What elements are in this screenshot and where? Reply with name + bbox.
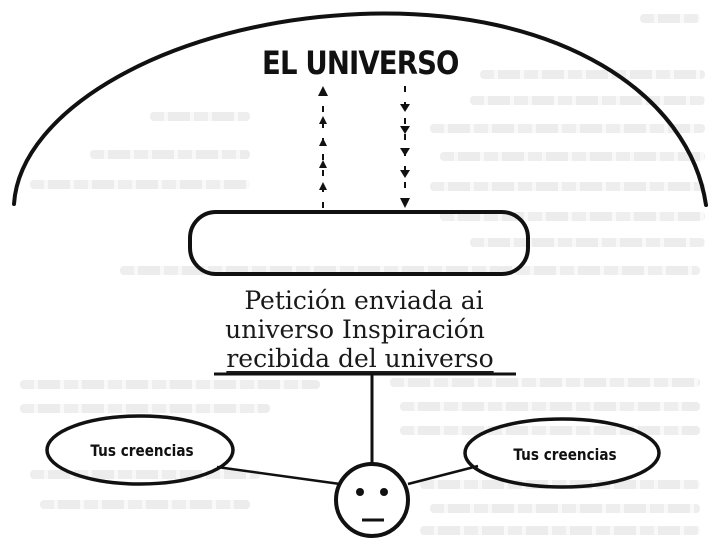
belief-label-left: Tus creencias — [90, 441, 194, 460]
universe-dome — [12, 11, 708, 207]
inspiration-arrow-down — [400, 86, 410, 208]
caption-text: Petición enviada ai universo Inspiración… — [214, 286, 514, 373]
connector-left — [216, 465, 341, 486]
belief-ellipse-right — [463, 417, 661, 489]
caption-line: universo Inspiración — [225, 315, 485, 344]
connector-right — [407, 464, 479, 486]
belief-ellipse-left — [45, 414, 235, 486]
universe-title: EL UNIVERSO — [262, 44, 459, 82]
caption-line: Petición enviada ai — [244, 286, 484, 315]
petition-arrow-up — [318, 86, 328, 208]
smiley-face-icon — [334, 462, 410, 538]
channel-box — [188, 210, 530, 276]
caption-line: recibida del universo — [226, 344, 494, 373]
belief-label-right: Tus creencias — [513, 445, 617, 464]
